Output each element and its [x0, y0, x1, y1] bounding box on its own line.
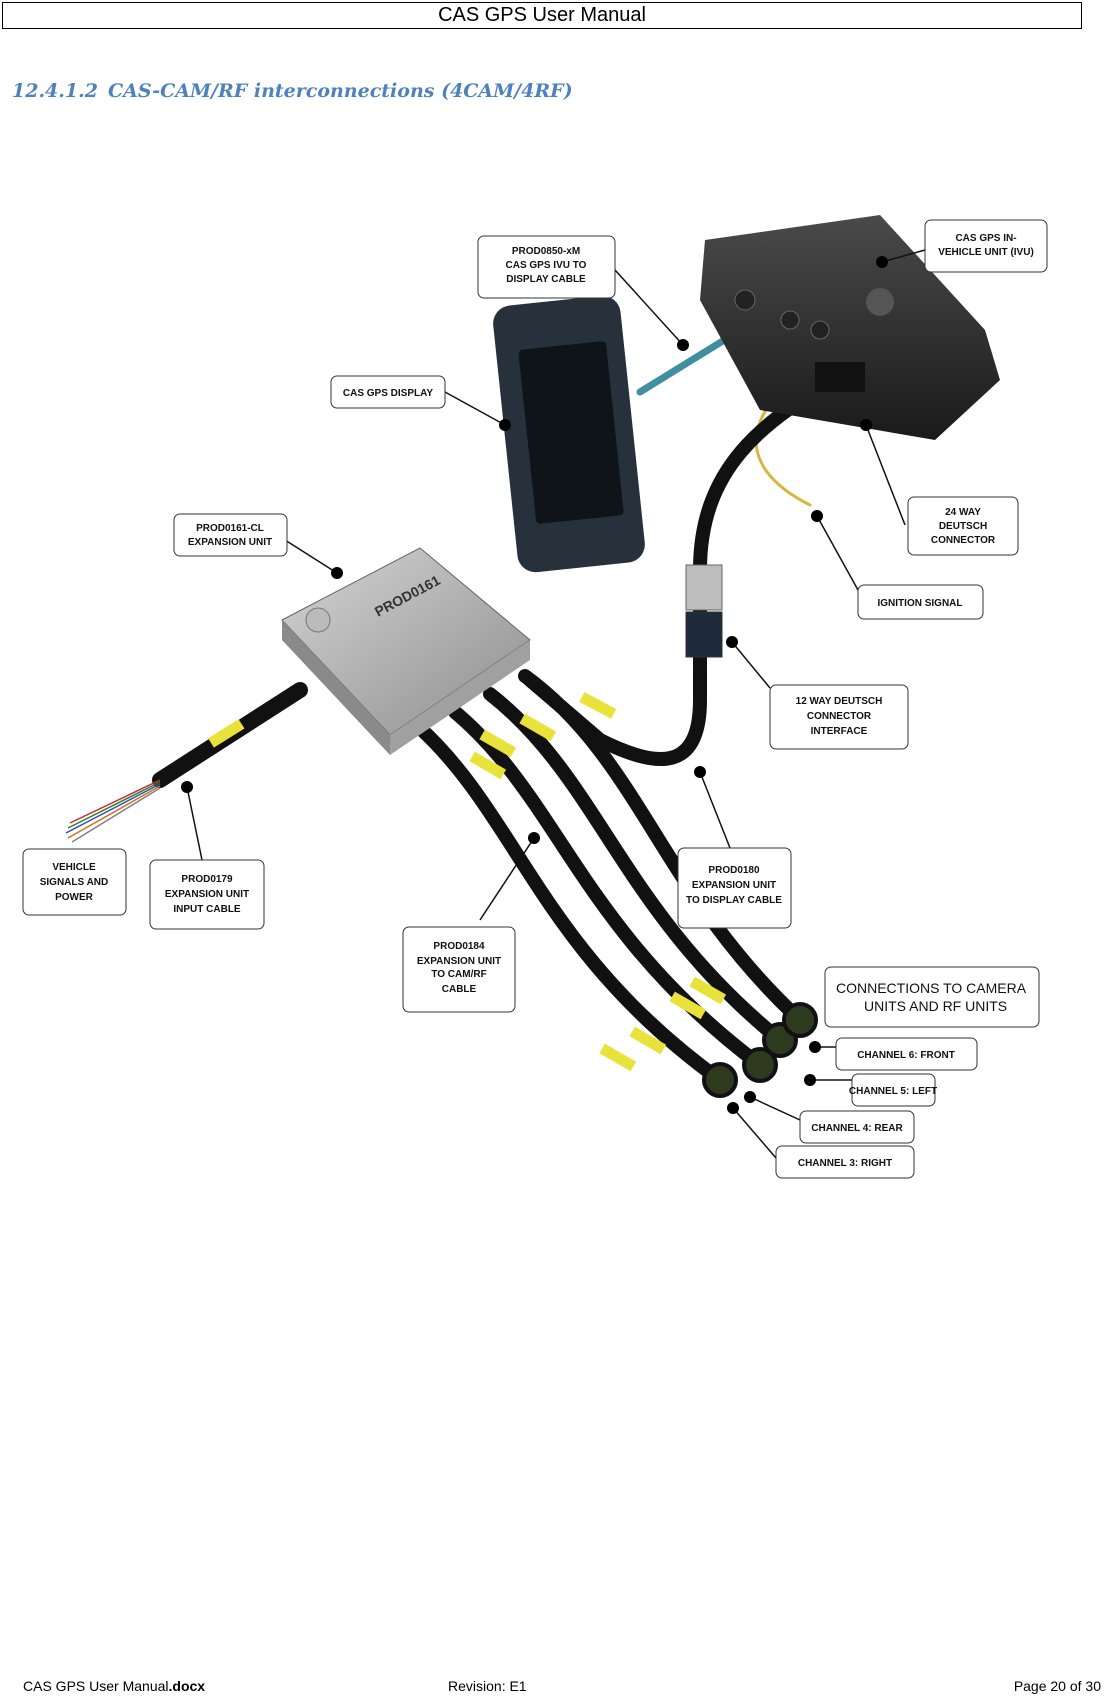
- callout-text: CHANNEL 6: FRONT: [857, 1050, 955, 1061]
- callout-text: CONNECTOR: [931, 535, 996, 546]
- callout-text: 12 WAY DEUTSCH: [796, 696, 883, 707]
- camera-connectors: [702, 1002, 818, 1098]
- cable-labels: [208, 692, 727, 1072]
- callout-text: TO DISPLAY CABLE: [686, 895, 782, 906]
- expansion-unit: PROD0161: [281, 547, 531, 755]
- callout-text: INTERFACE: [811, 726, 868, 737]
- section-number: 12.4.1.2: [12, 80, 98, 102]
- deutsch-connectors: [685, 564, 723, 658]
- callout-prod0161: PROD0161-CL EXPANSION UNIT: [173, 513, 288, 557]
- callout-connections: CONNECTIONS TO CAMERA UNITS AND RF UNITS: [824, 966, 1040, 1028]
- callout-text: CABLE: [442, 984, 477, 995]
- callout-text: PROD0179: [181, 874, 233, 885]
- callout-ch3: CHANNEL 3: RIGHT: [775, 1145, 915, 1179]
- callout-text: EXPANSION UNIT: [188, 537, 272, 548]
- callout-deutsch12: 12 WAY DEUTSCH CONNECTOR INTERFACE: [769, 684, 909, 750]
- callout-deutsch24: 24 WAY DEUTSCH CONNECTOR: [907, 496, 1019, 556]
- callout-text: EXPANSION UNIT: [692, 880, 776, 891]
- footer-page-number: Page 20 of 30: [1013, 1678, 1101, 1694]
- callout-text: EXPANSION UNIT: [165, 889, 249, 900]
- section-heading: 12.4.1.2 CAS-CAM/RF interconnections (4CA…: [12, 80, 573, 102]
- leader-lines: [186, 249, 926, 1159]
- callout-text: IGNITION SIGNAL: [878, 598, 963, 609]
- callout-display: CAS GPS DISPLAY: [330, 375, 446, 409]
- callout-prod0850: PROD0850-xM CAS GPS IVU TO DISPLAY CABLE: [477, 235, 616, 299]
- ch3-cable: [413, 721, 727, 1087]
- leader-dots: [181, 256, 888, 1114]
- callout-text: INPUT CABLE: [173, 904, 241, 915]
- callout-ivu: CAS GPS IN- VEHICLE UNIT (IVU): [924, 219, 1048, 273]
- callout-text: PROD0850-xM: [512, 246, 580, 257]
- callouts: PROD0850-xM CAS GPS IVU TO DISPLAY CABLE C…: [22, 219, 1048, 1179]
- callout-ch4: CHANNEL 4: REAR: [799, 1110, 915, 1144]
- callout-text: PROD0180: [708, 865, 760, 876]
- ch6-cable: [518, 669, 807, 1027]
- callout-ignition: IGNITION SIGNAL: [857, 584, 984, 620]
- callout-text: CHANNEL 3: RIGHT: [798, 1158, 892, 1169]
- callout-text: EXPANSION UNIT: [417, 956, 501, 967]
- callout-text: DEUTSCH: [939, 521, 987, 532]
- section-title: CAS-CAM/RF interconnections (4CAM/4RF): [107, 80, 573, 102]
- callout-text: CONNECTOR: [807, 711, 872, 722]
- callout-text: PROD0161-CL: [196, 523, 264, 534]
- callout-text: CHANNEL 4: REAR: [811, 1123, 903, 1134]
- footer-extension: .docx: [168, 1678, 206, 1694]
- page-header: CAS GPS User Manual: [2, 2, 1082, 29]
- ch5-cable: [483, 687, 787, 1047]
- callout-text: CONNECTIONS TO CAMERA: [836, 980, 1027, 996]
- signal-wires: [65, 779, 161, 843]
- callout-text: CAS GPS DISPLAY: [343, 388, 434, 399]
- footer-revision: Revision: E1: [448, 1678, 527, 1694]
- callout-text: CAS GPS IVU TO: [506, 260, 587, 271]
- callout-text: POWER: [55, 892, 94, 903]
- callout-text: UNITS AND RF UNITS: [864, 998, 1007, 1014]
- callout-text: PROD0184: [433, 941, 485, 952]
- callout-text: VEHICLE UNIT (IVU): [938, 247, 1034, 258]
- callout-text: SIGNALS AND: [40, 877, 109, 888]
- callout-ch5: CHANNEL 5: LEFT: [849, 1073, 937, 1107]
- callout-text: CAS GPS IN-: [955, 233, 1016, 244]
- callout-vehicle: VEHICLE SIGNALS AND POWER: [22, 848, 127, 916]
- footer-filename: CAS GPS User Manual.docx: [23, 1678, 205, 1694]
- callout-text: DISPLAY CABLE: [506, 274, 586, 285]
- callout-text: TO CAM/RF: [431, 969, 486, 980]
- display-device: [493, 295, 645, 573]
- footer-filename-text: CAS GPS User Manual: [23, 1678, 169, 1694]
- callout-ch6: CHANNEL 6: FRONT: [835, 1037, 978, 1071]
- callout-text: 24 WAY: [945, 507, 981, 518]
- ivu-device: [700, 215, 1000, 440]
- callout-text: CHANNEL 5: LEFT: [849, 1086, 937, 1097]
- callout-text: VEHICLE: [52, 862, 96, 873]
- svg-text:CAS GPS IN-VEHICLE UNIT (IVU): CAS GPS IN- VEHICLE UNIT (IVU): [938, 233, 1034, 258]
